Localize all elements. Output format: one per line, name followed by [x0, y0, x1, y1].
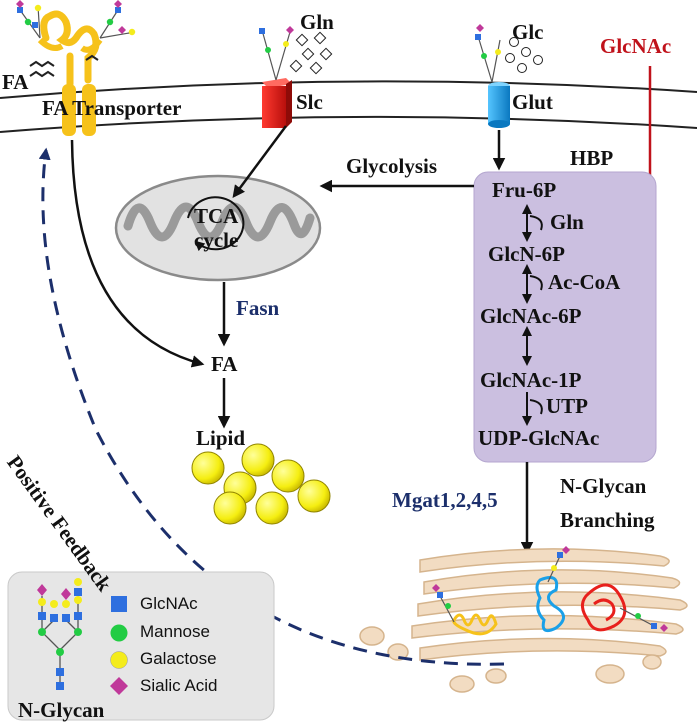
hbp-cofactor-accoa: Ac-CoA — [548, 270, 621, 294]
legend-glcnac-label: GlcNAc — [140, 594, 198, 613]
legend-sialic-acid-label: Sialic Acid — [140, 676, 218, 695]
fa-transporter-icon — [29, 10, 103, 136]
cycle-label: cycle — [194, 228, 239, 252]
nglycan-branching-label-1: N-Glycan — [560, 474, 647, 498]
hbp-step-glcn6p: GlcN-6P — [488, 242, 565, 266]
legend-galactose-label: Galactose — [140, 649, 217, 668]
hbp-step-glcnac1p: GlcNAc-1P — [480, 368, 582, 392]
legend-glcnac-symbol — [111, 596, 127, 612]
fasn-label: Fasn — [236, 296, 280, 320]
fa-transporter-label: FA Transporter — [42, 96, 182, 120]
slc-label: Slc — [296, 90, 323, 114]
cell-membrane-inner — [0, 115, 697, 133]
legend-galactose-symbol — [110, 651, 128, 669]
glc-label: Glc — [512, 20, 544, 44]
hbp-label: HBP — [570, 146, 614, 170]
tca-label: TCA — [194, 204, 239, 228]
hbp-cofactor-gln: Gln — [550, 210, 584, 234]
positive-feedback-arrow — [38, 147, 505, 666]
red-glycoprotein-icon — [581, 583, 627, 632]
hbp-step-fru6p: Fru-6P — [492, 178, 557, 202]
lipid-droplets-icon — [191, 443, 331, 525]
fa-label: FA — [2, 70, 29, 94]
mgat-label: Mgat1,2,4,5 — [392, 488, 498, 512]
legend-mannose-symbol — [110, 624, 128, 642]
glycan-tree-icon — [16, 0, 136, 39]
glc-molecules-icon — [505, 37, 543, 73]
glycan-tree-icon — [475, 24, 501, 83]
glcnac-external-label: GlcNAc — [600, 34, 672, 58]
gln-molecules-icon — [289, 31, 333, 75]
glut-label: Glut — [512, 90, 553, 114]
glycan-tree-icon — [432, 546, 668, 632]
golgi-apparatus-icon — [359, 548, 688, 693]
yellow-glycoprotein-icon — [452, 613, 498, 636]
glycan-tree-icon — [259, 26, 294, 81]
legend-sialic-acid-symbol — [110, 677, 128, 695]
hbp-step-glcnac6p: GlcNAc-6P — [480, 304, 582, 328]
hbp-box — [473, 171, 657, 463]
blue-glycoprotein-icon — [535, 576, 565, 633]
hbp-arrows — [522, 204, 543, 426]
mitochondrion-icon — [114, 174, 322, 282]
fa-product-label: FA — [211, 352, 238, 376]
lipid-label: Lipid — [196, 426, 246, 450]
slc-transporter-icon — [262, 78, 292, 128]
legend-mannose-label: Mannose — [140, 622, 210, 641]
slc-to-tca-arrow — [232, 125, 288, 199]
fa-import-arrow — [70, 139, 205, 368]
hbp-cofactor-utp: UTP — [546, 394, 588, 418]
nglycan-branching-label-2: Branching — [560, 508, 655, 532]
legend-glycan-icon-nodes — [37, 578, 82, 690]
legend-box — [7, 571, 275, 721]
glycolysis-label: Glycolysis — [346, 154, 438, 178]
legend-title: N-Glycan — [18, 698, 105, 722]
gln-label: Gln — [300, 10, 334, 34]
hbp-step-udpglcnac: UDP-GlcNAc — [478, 426, 600, 450]
glut-transporter-icon — [488, 82, 510, 128]
cell-membrane-outer — [0, 80, 697, 99]
